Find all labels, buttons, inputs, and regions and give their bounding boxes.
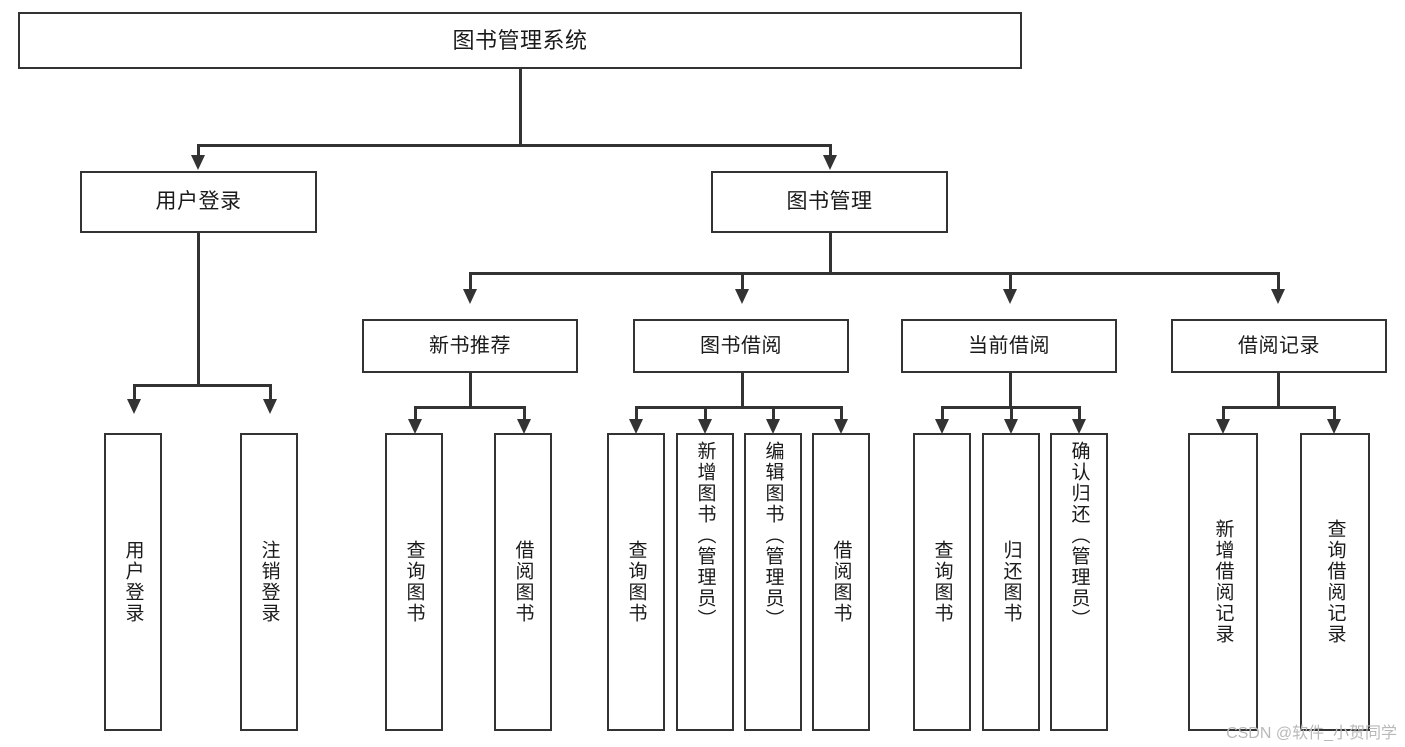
connector-current-borrow-stem [1009,373,1012,407]
leaf-logout[interactable]: 注销登录 [240,433,298,731]
node-label: 注销登录 [258,540,280,624]
node-label: 当前借阅 [968,334,1050,357]
arrowhead-current-borrow [1003,289,1017,304]
watermark-text: CSDN @软件_小贺同学 [1226,725,1397,742]
node-book-management[interactable]: 图书管理 [711,171,948,233]
arrowhead-bb-edit [766,419,780,434]
leaf-bb-query-book[interactable]: 查询图书 [607,433,665,731]
connector-drop-cb-query [941,406,944,420]
connector-drop-br-query [1333,406,1336,420]
node-label: 编辑图书（管理员） [762,441,784,630]
connector-drop-user-login [197,144,200,156]
arrowhead-br-query [1327,419,1341,434]
node-label: 新增借阅记录 [1212,519,1234,645]
node-label: 借阅图书 [512,540,534,624]
node-label: 查询借阅记录 [1324,519,1346,645]
leaf-bb-edit-book-admin[interactable]: 编辑图书（管理员） [744,433,802,731]
connector-new-book-stem [469,373,472,407]
connector-drop-new-book [469,272,472,290]
arrowhead-new-book [463,289,477,304]
connector-borrow-record-stem [1277,373,1280,407]
node-book-borrow[interactable]: 图书借阅 [633,319,849,373]
node-label: 借阅图书 [830,540,852,624]
arrowhead-nb-borrow [517,419,531,434]
connector-root-bus [197,144,831,147]
node-label: 用户登录 [122,540,144,624]
node-label: 图书借阅 [700,334,782,357]
node-label: 新增图书（管理员） [694,441,716,630]
connector-drop-borrow-record [1277,272,1280,290]
node-user-login[interactable]: 用户登录 [80,171,317,233]
arrowhead-cb-confirm [1072,419,1086,434]
connector-drop-leaf-logout [269,384,272,400]
connector-drop-book-mgmt [829,144,832,156]
arrowhead-user-login [191,155,205,170]
connector-book-borrow-stem [741,373,744,407]
node-borrow-record[interactable]: 借阅记录 [1171,319,1387,373]
node-current-borrow[interactable]: 当前借阅 [901,319,1117,373]
arrowhead-bb-add [698,419,712,434]
connector-book-mgmt-bus [469,272,1279,275]
arrowhead-bb-query [629,419,643,434]
connector-drop-bb-query [635,406,638,420]
connector-user-login-stem [197,233,200,385]
node-label: 新书推荐 [429,334,511,357]
connector-drop-nb-borrow [523,406,526,420]
node-label: 图书管理系统 [452,27,588,53]
connector-borrow-record-bus [1222,406,1335,409]
leaf-bb-add-book-admin[interactable]: 新增图书（管理员） [676,433,734,731]
arrowhead-br-add [1216,419,1230,434]
connector-drop-borrow-book [741,272,744,290]
node-root-system[interactable]: 图书管理系统 [18,12,1022,69]
leaf-br-add-record[interactable]: 新增借阅记录 [1188,433,1258,731]
connector-book-mgmt-stem [829,233,832,273]
connector-drop-leaf-user-login [133,384,136,400]
leaf-cb-return-book[interactable]: 归还图书 [982,433,1040,731]
node-label: 图书管理 [786,189,873,213]
node-new-book-recommend[interactable]: 新书推荐 [362,319,578,373]
connector-drop-bb-add [704,406,707,420]
leaf-user-login[interactable]: 用户登录 [104,433,162,731]
connector-drop-nb-query [414,406,417,420]
node-label: 确认归还（管理员） [1068,441,1090,630]
arrowhead-nb-query [408,419,422,434]
arrowhead-borrow-book [735,289,749,304]
node-label: 查询图书 [403,540,425,624]
connector-root-stem [519,69,522,145]
arrowhead-bb-borrow [834,419,848,434]
connector-drop-current-borrow [1009,272,1012,290]
node-label: 查询图书 [931,540,953,624]
node-label: 借阅记录 [1238,334,1320,357]
leaf-cb-query-book[interactable]: 查询图书 [913,433,971,731]
arrowhead-cb-query [935,419,949,434]
arrowhead-borrow-record [1271,289,1285,304]
node-label: 查询图书 [625,540,647,624]
node-label: 归还图书 [1000,540,1022,624]
connector-drop-cb-confirm [1078,406,1081,420]
connector-new-book-bus [414,406,525,409]
leaf-cb-confirm-return-admin[interactable]: 确认归还（管理员） [1050,433,1108,731]
connector-user-login-bus [133,384,270,387]
leaf-br-query-record[interactable]: 查询借阅记录 [1300,433,1370,731]
node-label: 用户登录 [155,189,242,213]
connector-drop-cb-return [1010,406,1013,420]
arrowhead-book-mgmt [823,155,837,170]
connector-drop-bb-borrow [840,406,843,420]
leaf-nb-query-book[interactable]: 查询图书 [385,433,443,731]
arrowhead-leaf-logout [263,399,277,414]
connector-drop-bb-edit [772,406,775,420]
leaf-nb-borrow-book[interactable]: 借阅图书 [494,433,552,731]
connector-drop-br-add [1222,406,1225,420]
leaf-bb-borrow-book[interactable]: 借阅图书 [812,433,870,731]
arrowhead-leaf-user-login [127,399,141,414]
connector-book-borrow-bus [635,406,842,409]
arrowhead-cb-return [1004,419,1018,434]
